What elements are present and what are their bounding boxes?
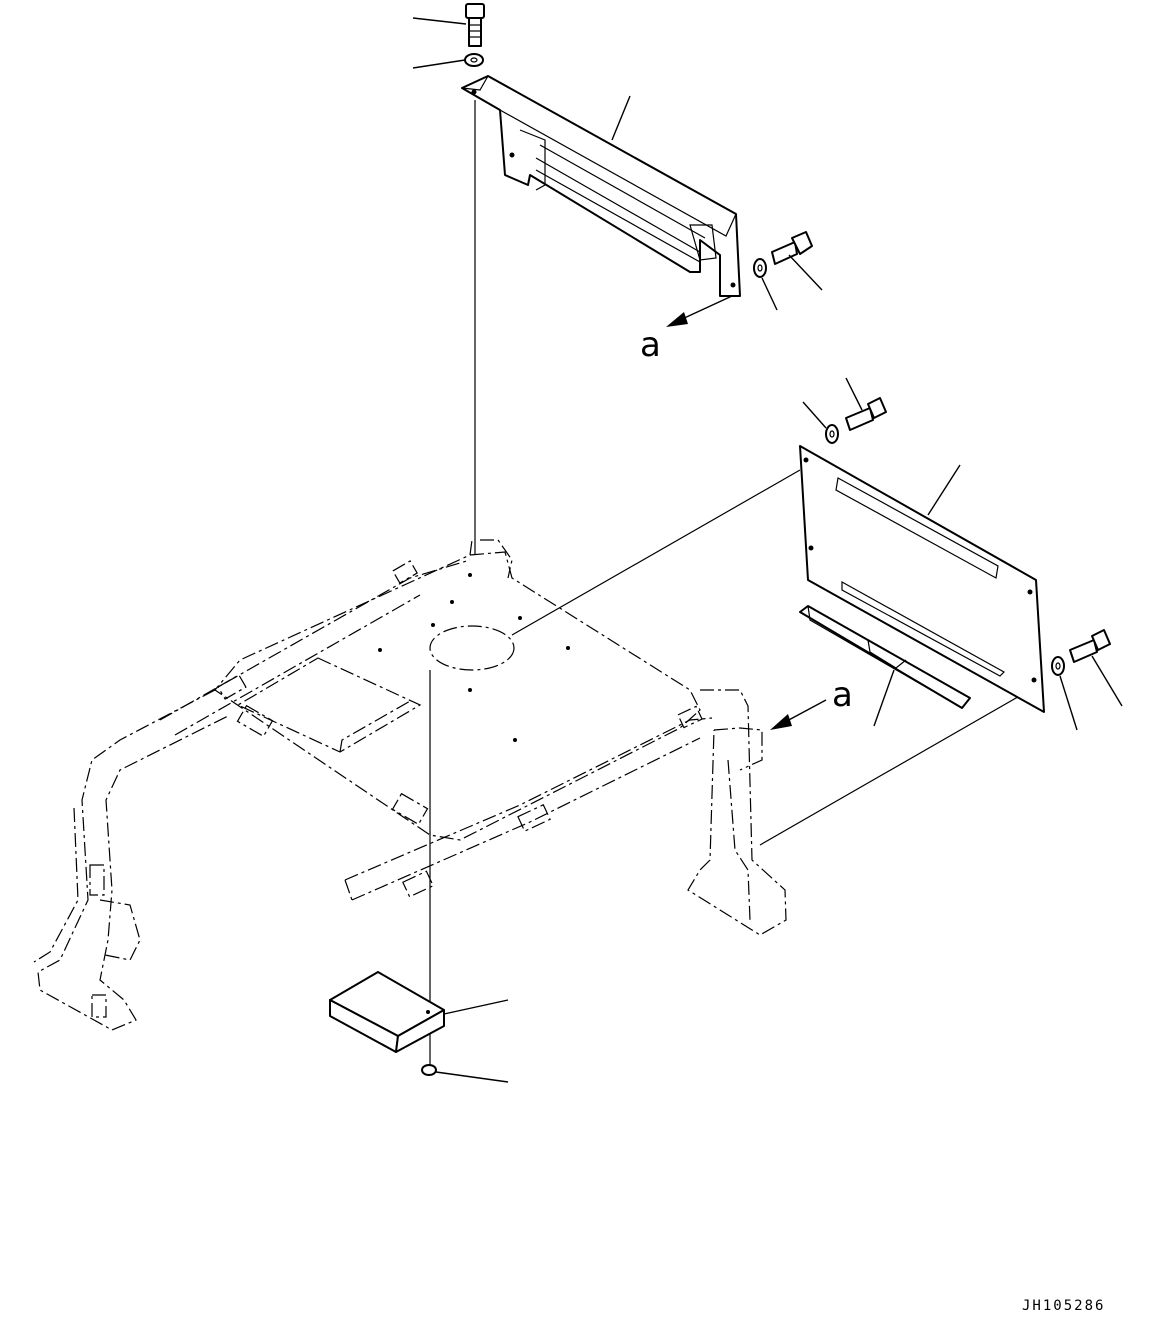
lower-callout-arrow: a xyxy=(770,675,853,730)
floor-mat xyxy=(329,971,509,1053)
drain-plug xyxy=(421,1064,509,1083)
callout-label-lower: a xyxy=(832,675,853,715)
upper-right-washer xyxy=(753,258,778,311)
upper-callout-arrow: a xyxy=(640,295,733,365)
top-bolt xyxy=(412,3,485,47)
top-washer xyxy=(412,53,484,69)
side-lower-bolt xyxy=(1069,629,1123,707)
upper-cover-panel xyxy=(461,75,741,297)
side-top-bolt xyxy=(845,377,887,431)
seal-strip xyxy=(799,605,971,727)
side-lower-washer xyxy=(1051,656,1078,731)
side-top-washer xyxy=(802,401,839,444)
left-rail xyxy=(159,559,471,736)
drawing-number: JH105286 xyxy=(1022,1298,1105,1314)
cab-frame xyxy=(33,539,787,1031)
upper-right-bolt xyxy=(771,231,823,291)
rear-rail xyxy=(469,539,513,579)
floor-plate xyxy=(214,551,701,841)
callout-label-upper: a xyxy=(640,325,661,365)
right-pillar xyxy=(687,689,787,936)
frame-brackets xyxy=(89,560,703,1018)
side-panel xyxy=(799,445,1045,713)
floor-opening xyxy=(429,625,515,671)
front-beam xyxy=(344,717,713,901)
left-pillar xyxy=(37,689,231,1031)
floor-holes xyxy=(378,573,570,742)
console-inner xyxy=(236,657,422,753)
